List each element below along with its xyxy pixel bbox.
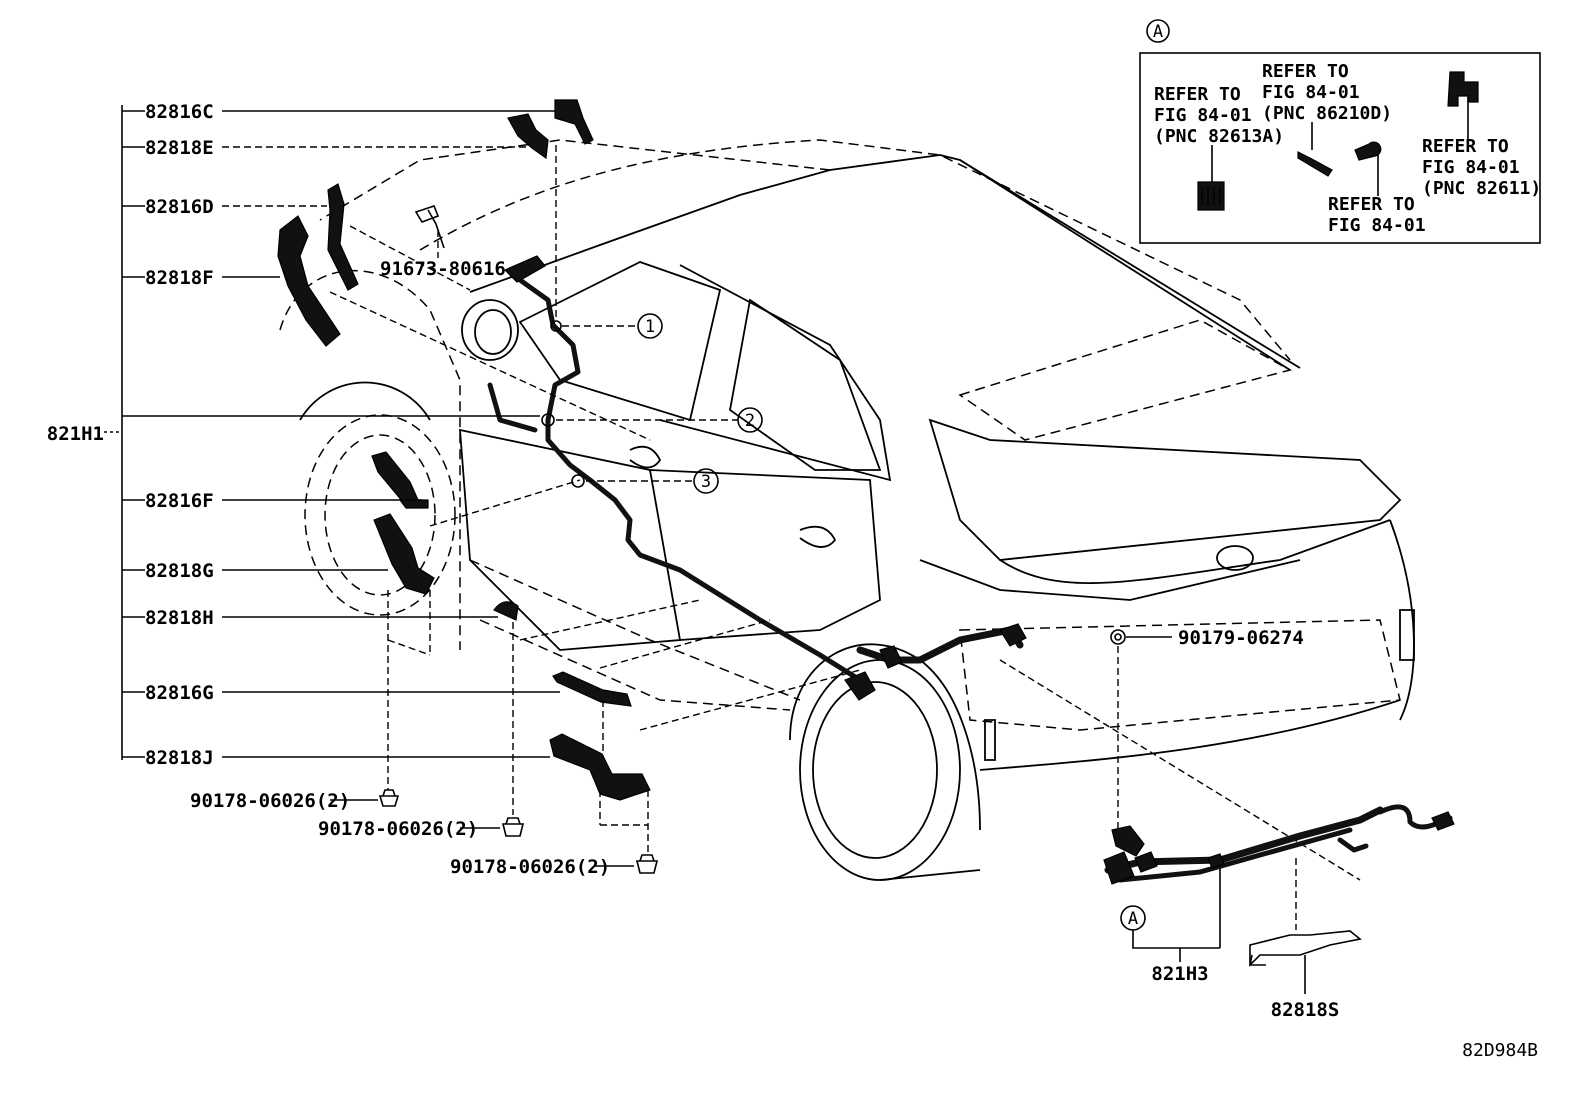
part-82816f: 82816F — [122, 452, 428, 512]
inset-ref-2: REFER TO FIG 84-01 (PNC 86210D) — [1262, 61, 1392, 124]
sensor-icon — [1298, 122, 1332, 176]
nut-2-label: 90178-06026(2) — [318, 818, 478, 840]
nut-1: 90178-06026(2) — [190, 790, 398, 812]
rear-assembly-label: 821H3 — [1151, 963, 1208, 985]
nut-3-label: 90178-06026(2) — [450, 856, 610, 878]
clip-90179-06274: 90179-06274 — [1111, 627, 1304, 830]
assembly-label-821h1: 821H1 — [47, 423, 104, 445]
svg-text:REFER TO: REFER TO — [1422, 136, 1509, 157]
bolt-label: 91673-80616 — [380, 258, 506, 280]
bracket-group-821h1: 821H1 — [47, 105, 122, 760]
svg-text:82816D: 82816D — [145, 196, 214, 218]
svg-text:82818E: 82818E — [145, 137, 214, 159]
svg-text:REFER TO: REFER TO — [1262, 61, 1349, 82]
inset-marker: A — [1153, 22, 1163, 42]
svg-text:82818J: 82818J — [145, 747, 214, 769]
svg-text:FIG 84-01: FIG 84-01 — [1154, 105, 1252, 126]
inset-ref-3: REFER TO FIG 84-01 — [1328, 194, 1426, 236]
svg-text:82816C: 82816C — [145, 101, 214, 123]
rear-harness-821h3: A 821H3 — [1104, 807, 1454, 985]
svg-text:(PNC 82613A): (PNC 82613A) — [1154, 126, 1284, 147]
svg-text:FIG 84-01: FIG 84-01 — [1422, 157, 1520, 178]
svg-text:(PNC 86210D): (PNC 86210D) — [1262, 103, 1392, 124]
part-82818f: 82818F — [122, 216, 340, 346]
svg-text:82818F: 82818F — [145, 267, 214, 289]
callout-2: 2 — [122, 408, 762, 432]
svg-text:82816G: 82816G — [145, 682, 214, 704]
inset-a: A REFER TO FIG 84-01 (PNC 82613A) REFER … — [1140, 20, 1541, 243]
nut-3: 90178-06026(2) — [450, 855, 657, 878]
inset-ref-4: REFER TO FIG 84-01 (PNC 82611) — [1422, 136, 1541, 199]
svg-text:(PNC 82611): (PNC 82611) — [1422, 178, 1541, 199]
svg-text:82818H: 82818H — [145, 607, 214, 629]
connector-icon — [1198, 145, 1224, 210]
svg-text:2: 2 — [745, 411, 755, 431]
protector-82818s: 82818S — [1250, 858, 1360, 1021]
svg-text:FIG 84-01: FIG 84-01 — [1328, 215, 1426, 236]
callout-1: 1 — [551, 314, 662, 338]
floor-harness — [490, 256, 1026, 700]
svg-text:FIG 84-01: FIG 84-01 — [1262, 82, 1360, 103]
svg-text:82818G: 82818G — [145, 560, 214, 582]
nut-1-label: 90178-06026(2) — [190, 790, 350, 812]
vehicle-outline — [280, 140, 1414, 880]
rear-marker-a: A — [1128, 909, 1138, 929]
protector-label: 82818S — [1271, 999, 1340, 1021]
figure-code: 82D984B — [1462, 1040, 1538, 1061]
svg-text:3: 3 — [701, 472, 711, 492]
bolt-91673-80616: 91673-80616 — [380, 206, 506, 280]
svg-text:REFER TO: REFER TO — [1154, 84, 1241, 105]
svg-text:82816F: 82816F — [145, 490, 214, 512]
part-82818h: 82818H — [122, 602, 518, 815]
clip-icon — [1355, 142, 1381, 196]
svg-text:1: 1 — [645, 317, 655, 337]
clip-label: 90179-06274 — [1178, 627, 1304, 649]
projection-lines — [330, 226, 1360, 880]
bracket-icon — [1448, 72, 1478, 140]
svg-text:REFER TO: REFER TO — [1328, 194, 1415, 215]
nut-2: 90178-06026(2) — [318, 818, 523, 840]
